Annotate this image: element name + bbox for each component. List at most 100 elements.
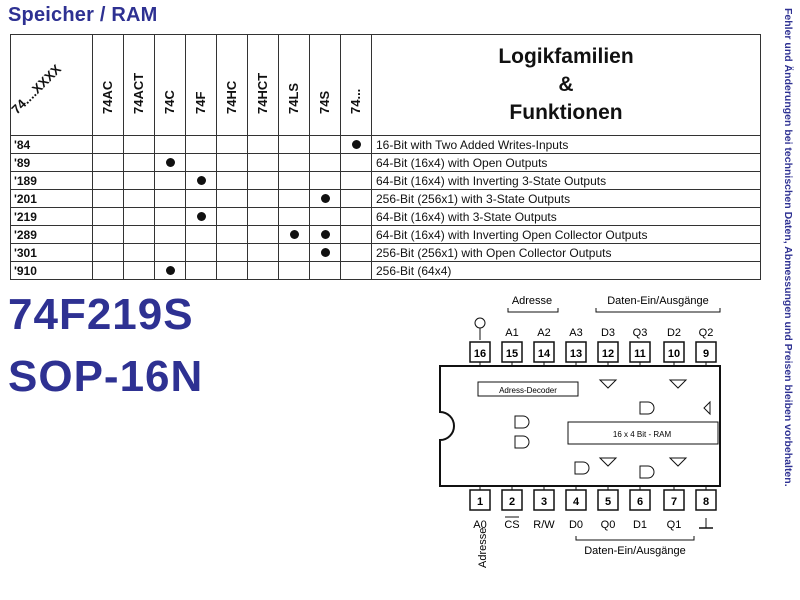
top-address-group-label: Adresse — [512, 295, 552, 307]
availability-dot-icon — [320, 194, 330, 203]
availability-cell — [185, 261, 217, 280]
availability-cell — [216, 225, 248, 244]
family-label: 74... — [348, 88, 363, 114]
availability-cell — [278, 171, 310, 190]
availability-cell — [278, 225, 310, 244]
family-label: 74F — [193, 91, 208, 114]
availability-cell — [92, 261, 124, 280]
and-gate-icon — [639, 401, 655, 415]
availability-cell — [123, 153, 155, 172]
top-data-group-label: Daten-Ein/Ausgänge — [607, 295, 709, 307]
availability-cell — [123, 261, 155, 280]
part-suffix-cell: '301 — [10, 243, 93, 262]
availability-dot-icon — [165, 266, 175, 275]
pin-name: A0 — [473, 519, 486, 531]
pin-number: 14 — [538, 348, 551, 360]
pin-box — [663, 489, 685, 511]
pin-name: Q0 — [601, 519, 616, 531]
pin-box — [629, 489, 651, 511]
availability-cell — [340, 261, 372, 280]
family-label: 74ACT — [131, 72, 146, 114]
availability-cell — [309, 225, 341, 244]
availability-cell — [92, 135, 124, 154]
pin-box — [597, 489, 619, 511]
availability-cell — [154, 135, 186, 154]
pin-number: 7 — [671, 496, 677, 508]
family-label: 74S — [317, 90, 332, 114]
part-number: 74F219S — [8, 290, 194, 339]
family-header-74hc: 74HC — [216, 34, 248, 136]
availability-cell — [123, 225, 155, 244]
availability-cell — [154, 153, 186, 172]
pin-number: 1 — [477, 496, 483, 508]
pin-number: 15 — [506, 348, 518, 360]
availability-cell — [309, 261, 341, 280]
availability-cell — [123, 135, 155, 154]
availability-cell — [340, 189, 372, 208]
pin-box — [533, 489, 555, 511]
disclaimer-note: Fehler und Änderungen bei technischen Da… — [782, 8, 794, 487]
family-header-74f: 74F — [185, 34, 217, 136]
availability-cell — [216, 135, 248, 154]
part-suffix-cell: '201 — [10, 189, 93, 208]
part-pattern-label: 74....XXXX — [8, 61, 64, 117]
function-description-cell: 64-Bit (16x4) with 3-State Outputs — [371, 207, 761, 226]
function-header-line1: Logikfamilien — [498, 45, 634, 68]
availability-cell — [247, 135, 279, 154]
part-suffix-cell: '910 — [10, 261, 93, 280]
availability-cell — [247, 261, 279, 280]
availability-cell — [278, 243, 310, 262]
family-header-74hct: 74HCT — [247, 34, 279, 136]
table-header-row: 74....XXXX 74AC 74ACT 74C 74F 74HC 74HCT… — [8, 34, 761, 136]
availability-cell — [340, 171, 372, 190]
pin-number: 4 — [573, 496, 580, 508]
availability-cell — [216, 171, 248, 190]
top-address-bracket — [507, 308, 559, 313]
pin-box — [469, 489, 491, 511]
pin-name: Q1 — [667, 519, 682, 531]
availability-cell — [216, 261, 248, 280]
table-row: '189 64-Bit (16x4) with Inverting 3-State… — [10, 171, 761, 190]
function-description-cell: 16-Bit with Two Added Writes-Inputs — [371, 135, 761, 154]
pin-number: 13 — [570, 348, 582, 360]
function-description-cell: 64-Bit (16x4) with Inverting 3-State Out… — [371, 171, 761, 190]
page-title: Speicher / RAM — [8, 4, 158, 26]
availability-cell — [185, 135, 217, 154]
buffer-gate-icon — [668, 379, 688, 389]
availability-cell — [185, 171, 217, 190]
availability-cell — [154, 243, 186, 262]
vcc-icon — [474, 317, 486, 329]
pin-name: A2 — [537, 327, 550, 339]
availability-cell — [247, 153, 279, 172]
ram-block — [567, 421, 719, 445]
part-suffix-cell: '289 — [10, 225, 93, 244]
function-description-cell: 256-Bit (256x1) with 3-State Outputs — [371, 189, 761, 208]
availability-cell — [154, 261, 186, 280]
availability-cell — [154, 171, 186, 190]
pin-box — [695, 489, 717, 511]
pin-number: 5 — [605, 496, 611, 508]
family-label: 74AC — [100, 80, 115, 114]
availability-cell — [340, 243, 372, 262]
availability-cell — [278, 189, 310, 208]
availability-cell — [340, 153, 372, 172]
part-suffix-cell: '89 — [10, 153, 93, 172]
family-header-74ls: 74LS — [278, 34, 310, 136]
part-suffix-cell: '189 — [10, 171, 93, 190]
availability-cell — [216, 207, 248, 226]
availability-cell — [278, 261, 310, 280]
pin-number: 8 — [703, 496, 709, 508]
pin-number: 3 — [541, 496, 547, 508]
pin-name: D2 — [667, 327, 681, 339]
family-header-74act: 74ACT — [123, 34, 155, 136]
address-decoder-block — [477, 381, 579, 397]
availability-cell — [340, 207, 372, 226]
pin-name: D3 — [601, 327, 615, 339]
